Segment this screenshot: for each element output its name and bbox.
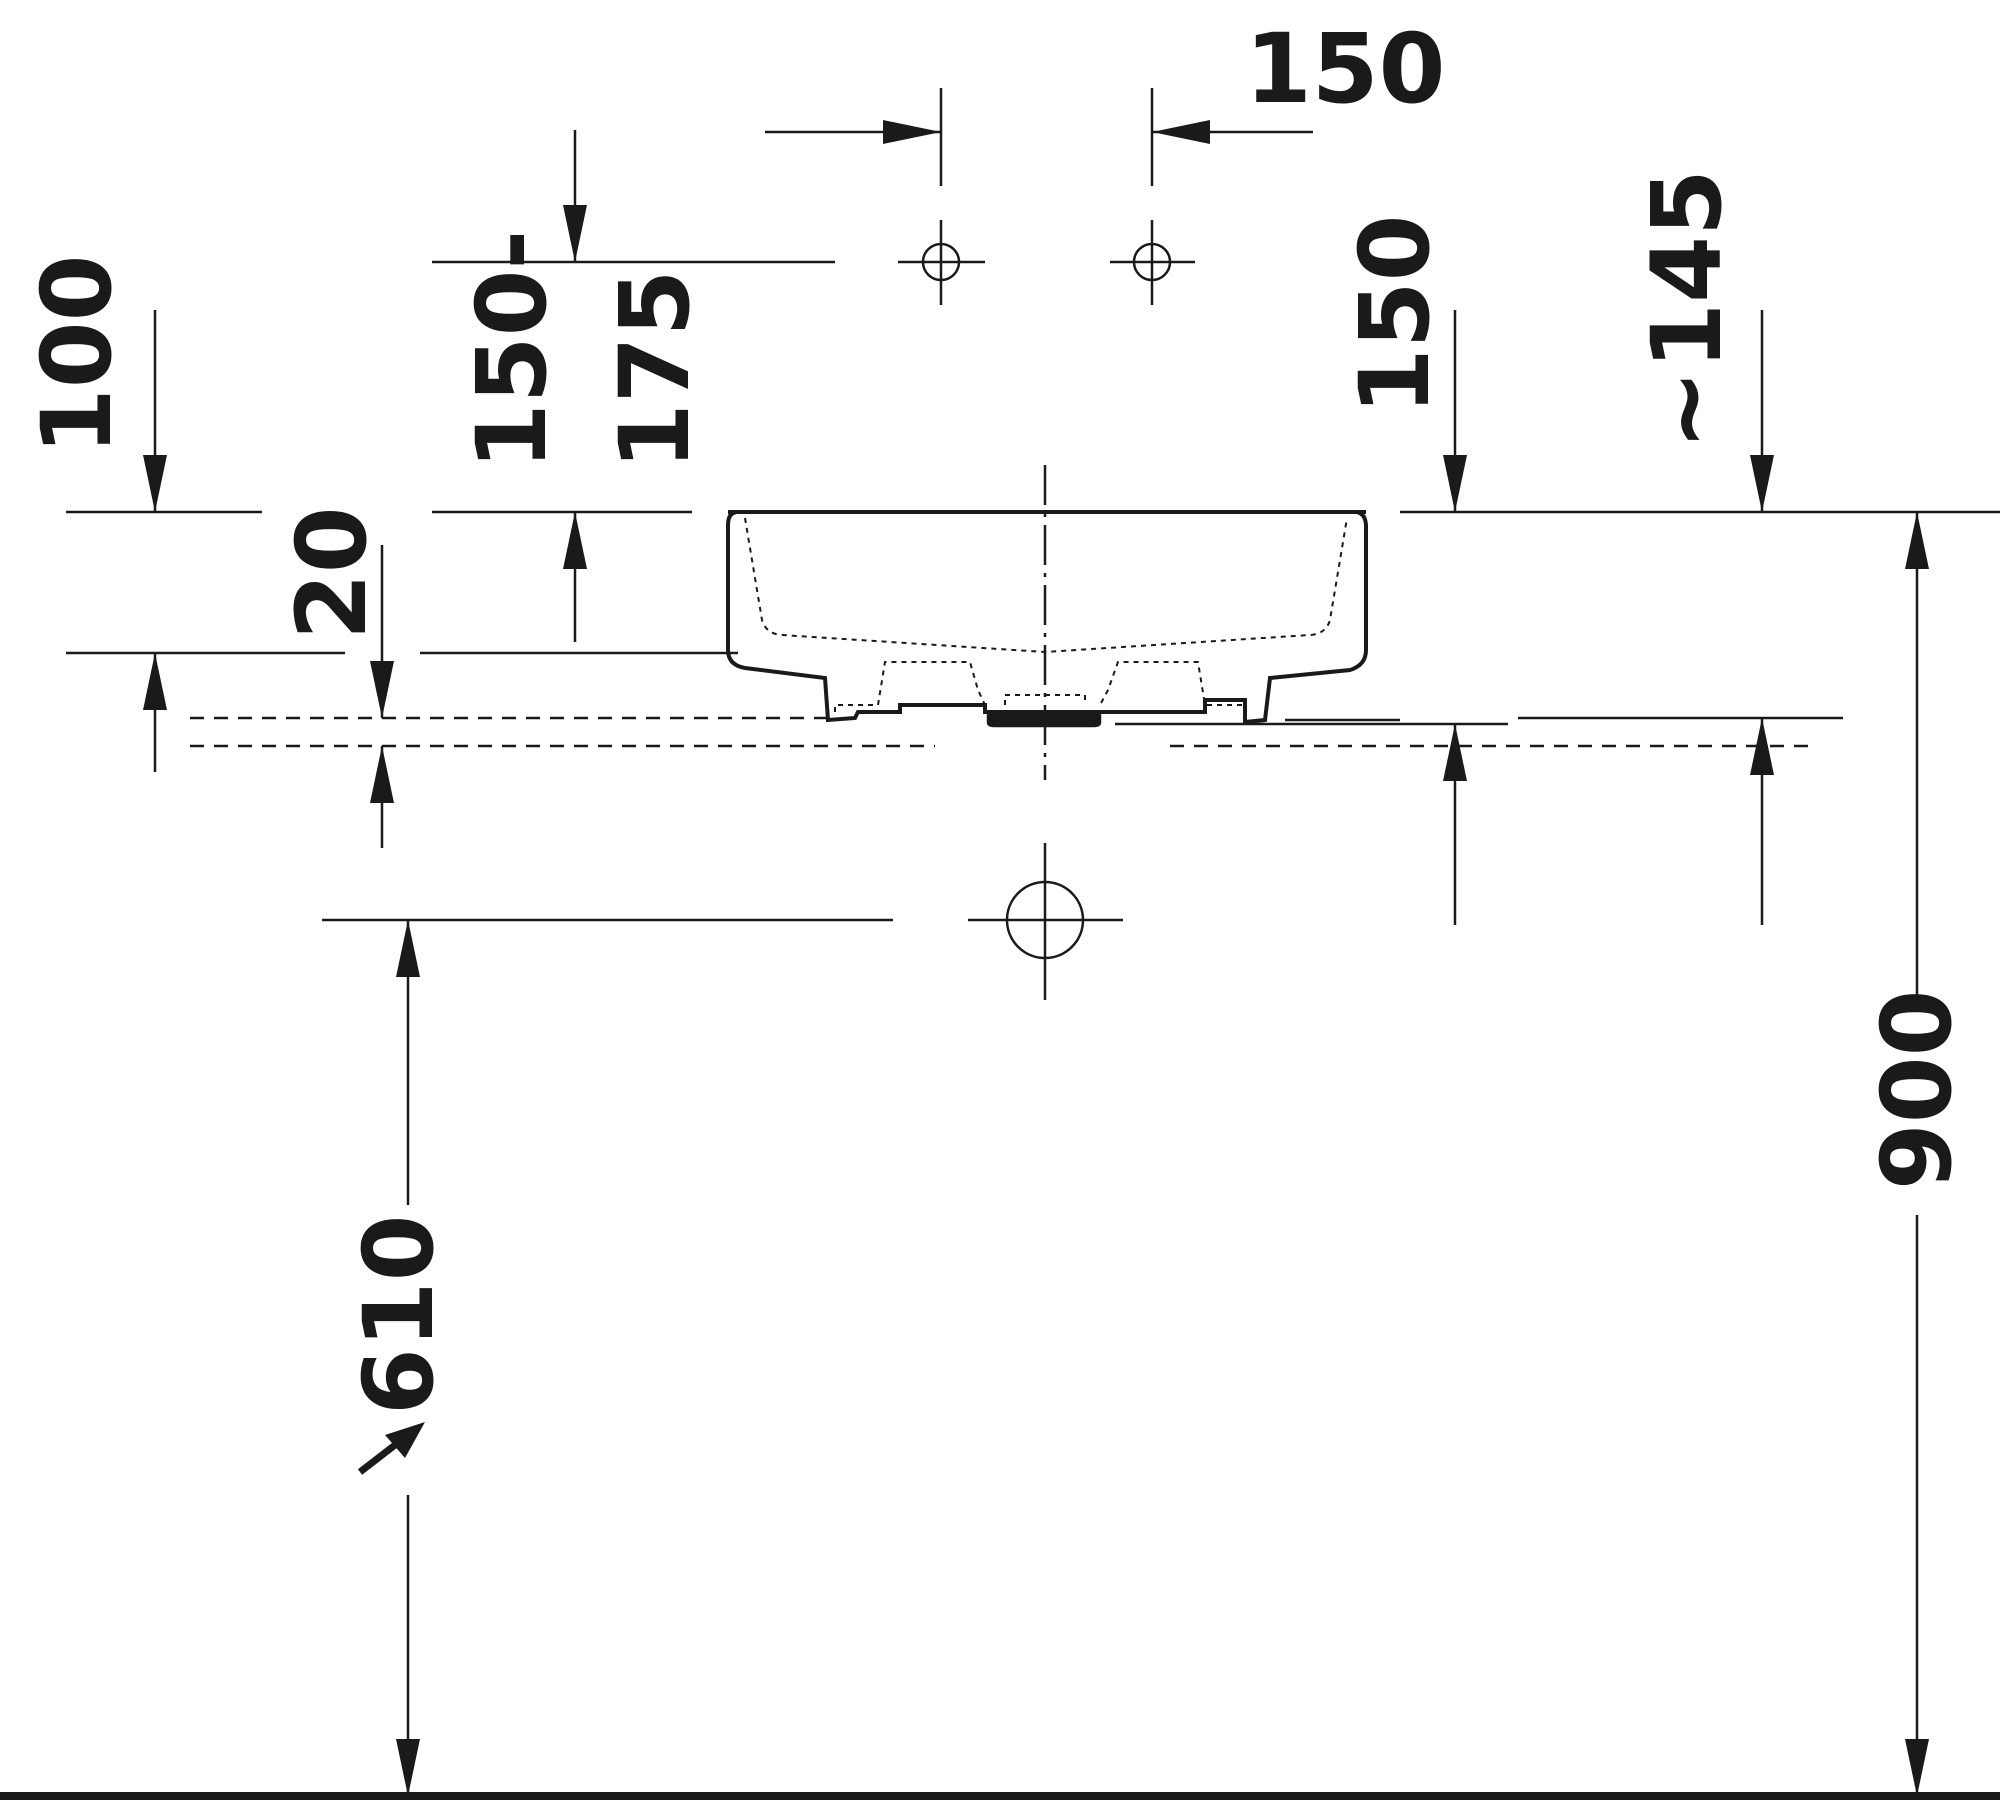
approx-arrow-head bbox=[385, 1422, 425, 1458]
dim-basin-height: 150 bbox=[1339, 215, 1467, 925]
dim-rim-thickness: 20 bbox=[276, 506, 394, 848]
dim-tap-spacing: 150 bbox=[765, 13, 1445, 186]
dim-rim-height: 900 bbox=[1861, 512, 1973, 1796]
dim-waste-height: 610 bbox=[343, 920, 455, 1796]
dim-tap-spacing-label: 150 bbox=[1245, 13, 1445, 125]
tap-hole-right bbox=[1110, 220, 1195, 305]
basin-outline bbox=[726, 510, 1368, 725]
dim-rim-label: 20 bbox=[276, 506, 388, 640]
dim-waste-height-label: 610 bbox=[343, 1215, 455, 1415]
dim-tap-height-label-1: 150- bbox=[456, 230, 568, 470]
waste-outlet bbox=[968, 843, 1123, 1000]
dim-tap-height: 150- 175 bbox=[456, 130, 711, 642]
dim-overflow: 100 bbox=[21, 255, 167, 772]
dim-rim-height-label: 900 bbox=[1861, 990, 1973, 1190]
dim-tap-height-label-2: 175 bbox=[599, 270, 711, 470]
dim-trap-height-label: ~145 bbox=[1631, 169, 1743, 450]
basin-foot-left bbox=[834, 661, 986, 712]
basin bbox=[726, 465, 1368, 780]
dim-trap-height: ~145 bbox=[1631, 169, 1774, 925]
dim-basin-height-label: 150 bbox=[1339, 215, 1451, 415]
dim-overflow-label: 100 bbox=[21, 255, 133, 455]
tap-hole-left bbox=[898, 220, 985, 305]
basin-foot-right bbox=[1099, 661, 1246, 712]
